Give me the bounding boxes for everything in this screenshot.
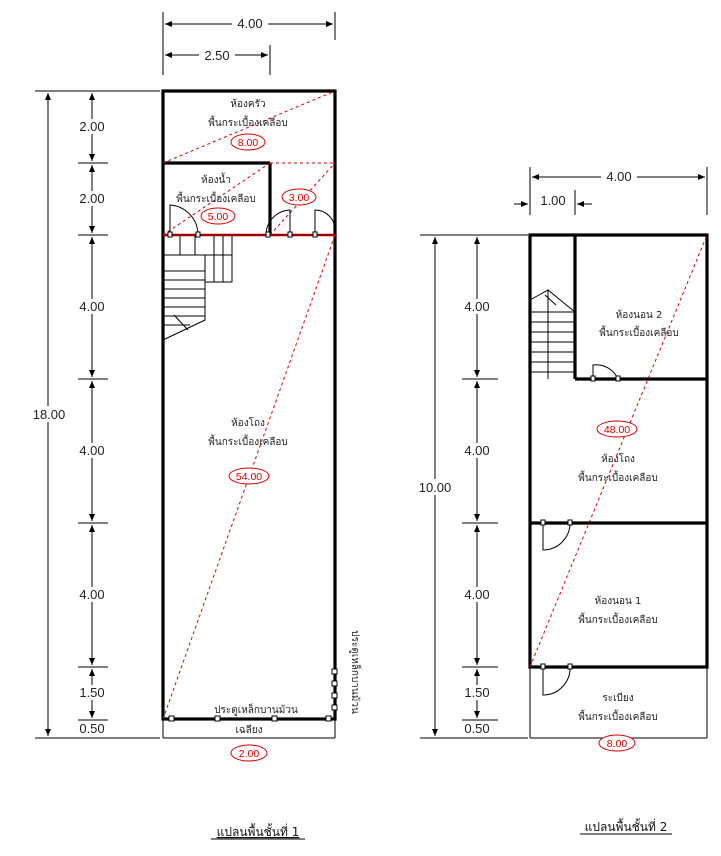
plan1-hall-name: ห้องโถง [231,416,265,429]
plan2-width-total: 4.00 [606,169,631,184]
plan1-small-area-ellipse [281,188,317,206]
plan1-bathroom-floor: พื้นกระเบื้องเคลือบ [176,191,255,205]
plan2-balcony-floor: พื้นกระเบื้องเคลือบ [578,709,657,723]
plan1-kitchen-floor: พื้นกระเบื้องเคลือบ [208,115,287,129]
plan-1: 4.00 2.50 18.00 2 [30,12,363,840]
plan2-seg-2: 4.00 [464,587,489,602]
plan1-seg-6: 0.50 [79,721,104,736]
plan1-seg-3: 4.00 [79,443,104,458]
plan2-seg-1: 4.00 [464,443,489,458]
plan2-top-dimensions: 4.00 1.00 [514,167,708,215]
plan2-seg-3: 1.50 [464,685,489,700]
plan2-segment-dimensions: 4.00 4.00 4.00 1.50 0.50 [458,237,498,736]
plan1-overall-height-dimension: 18.00 [30,90,160,739]
plan2-doors [540,364,621,696]
plan1-bathroom-area-ellipse [200,207,236,225]
plan1-width-partial: 2.50 [204,48,229,63]
plan2-seg-0: 4.00 [464,299,489,314]
plan1-segment-dimensions: 2.00 2.00 4.00 4.00 4.00 1.50 0.50 [73,93,111,736]
plan2-staircase [529,289,576,379]
plan1-small-area: 3.00 [289,192,310,204]
plan1-eave-area: 2.00 [239,748,260,760]
plan1-eave-name: เฉลียง [235,724,262,736]
plan2-bedroom1-floor: พื้นกระเบื้องเคลือบ [578,612,657,626]
plan1-shutter-markers [168,668,338,722]
plan1-area-diagonals [162,90,336,720]
plan1-top-dimensions: 4.00 2.50 [162,12,336,75]
plan1-bathroom-area: 5.00 [208,211,229,223]
plan2-overall-height-dimension: 10.00 [416,234,528,739]
plan2-width-partial: 1.00 [540,193,565,208]
plan1-front-door-label: ประตูเหล็กบานม้วน [214,702,298,716]
plan2-hall-name: ห้องโถง [601,452,635,465]
plan2-bedroom2-floor: พื้นกระเบื้องเคลือบ [599,325,678,339]
plan1-side-door-label: ประตูเหล็กบานม้วน [349,630,363,714]
plan2-balcony-area: 8.00 [607,738,628,750]
plan2-title: แปลนพื้นชั้นที่ 2 [585,818,668,834]
plan1-walls [161,89,337,739]
plan2-bedroom2-name: ห้องนอน 2 [616,309,663,321]
plan1-kitchen-area-ellipse [230,133,266,151]
plan2-balcony-area-ellipse [598,734,636,752]
plan1-hall-floor: พื้นกระเบื้องเคลือบ [208,434,287,448]
plan1-height-total: 18.00 [33,407,66,422]
plan2-total-area: 48.00 [604,424,630,436]
plan1-seg-4: 4.00 [79,587,104,602]
plan1-bathroom-name: ห้องน้ำ [201,172,231,186]
plan1-doors [167,204,336,238]
plan2-hall-floor: พื้นกระเบื้องเคลือบ [578,470,657,484]
plan1-seg-0: 2.00 [79,119,104,134]
plan1-seg-1: 2.00 [79,191,104,206]
plan2-total-area-ellipse [596,420,638,438]
plan1-seg-2: 4.00 [79,299,104,314]
plan1-title: แปลนพื้นชั้นที่ 1 [217,823,300,839]
plan1-width-total: 4.00 [237,16,262,31]
plan1-eave-area-ellipse [230,744,268,762]
plan2-bedroom1-name: ห้องนอน 1 [595,595,642,607]
plan1-kitchen-name: ห้องครัว [230,98,265,110]
plan1-hall-area-ellipse [228,467,270,485]
plan-2: 4.00 1.00 10.00 4.00 4.00 [416,167,709,835]
plan1-staircase [162,235,233,341]
plan1-hall-area: 54.00 [236,471,262,483]
plan2-walls [528,233,709,739]
plan2-height-total: 10.00 [419,480,452,495]
plan1-kitchen-area: 8.00 [238,137,259,149]
plan2-balcony-name: ระเบียง [602,692,633,704]
plan2-seg-4: 0.50 [464,721,489,736]
plan1-seg-5: 1.50 [79,685,104,700]
